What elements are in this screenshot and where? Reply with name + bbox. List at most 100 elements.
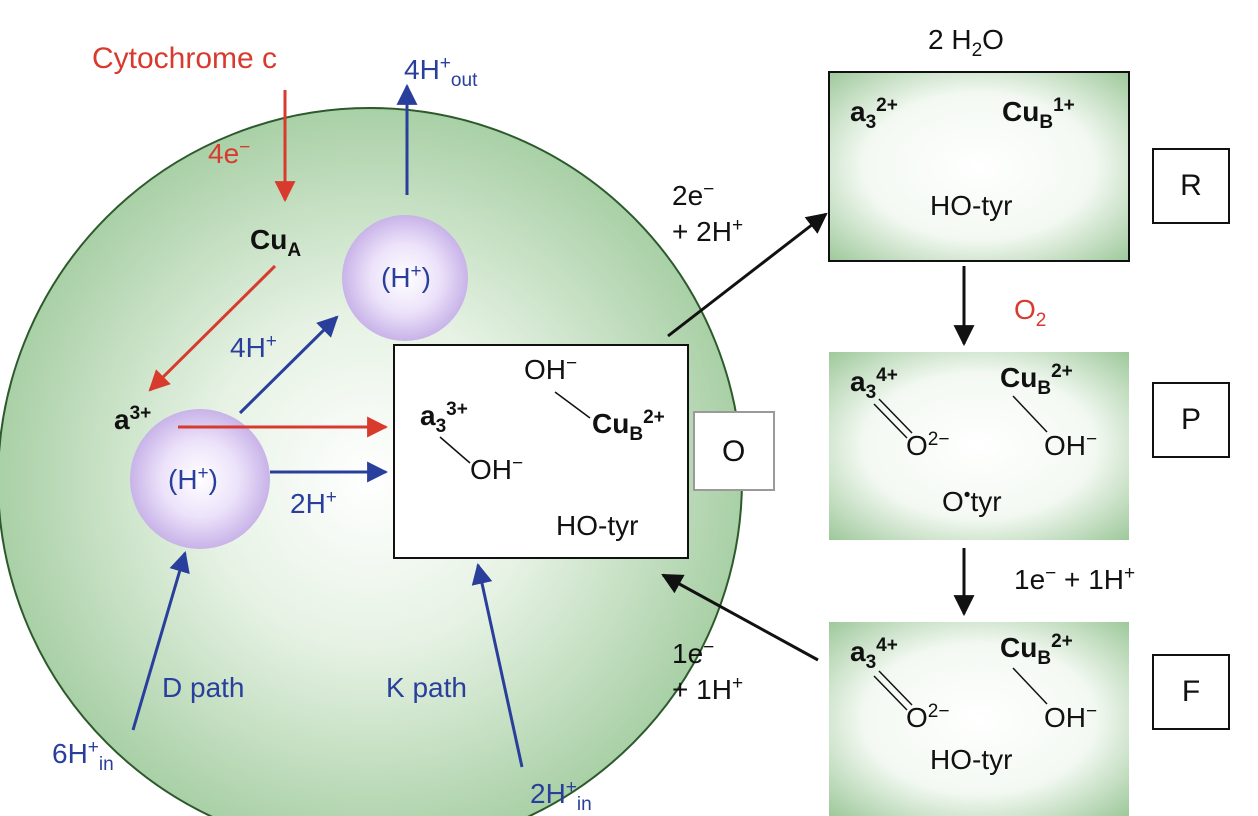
- o-state-oh-cu: OH−: [524, 352, 578, 385]
- f-state-cub-text: Cu: [1000, 632, 1038, 663]
- o-state-cub-sub: B: [629, 423, 644, 445]
- p-state-oxo-sup: 2−: [927, 428, 950, 450]
- from-f-line1-text: 1e: [672, 638, 704, 669]
- proton-site-lower-label: (H+): [168, 462, 218, 495]
- k-path-text: K path: [386, 672, 467, 703]
- r-state-tyr-text: HO-tyr: [930, 190, 1013, 221]
- state-o-label-box: [693, 411, 775, 491]
- p-state-a3: a34+: [850, 366, 898, 402]
- proton-2-label: 2H+: [290, 486, 337, 519]
- proton-6-in-sub: in: [98, 753, 114, 775]
- p-state-tyr-text: O: [942, 486, 964, 517]
- o-state-tyr-text: HO-tyr: [556, 510, 639, 541]
- state-f-box: [829, 622, 1129, 816]
- from-f-line1: 1e−: [672, 636, 715, 669]
- proton-2-text: 2H: [290, 488, 326, 519]
- p-state-cub-sup: 2+: [1051, 360, 1073, 382]
- d-path-text: D path: [162, 672, 245, 703]
- f-state-oh-text: OH: [1044, 702, 1086, 733]
- r-state-label-box: R: [1152, 148, 1230, 224]
- arrow-k-path: [471, 562, 524, 768]
- o-state-oh-a3-text: OH: [470, 454, 512, 485]
- bond-p-oh: [1012, 395, 1048, 433]
- p-state-tyr: O•tyr: [942, 486, 1002, 517]
- proton-site-upper-label: (H+): [381, 260, 431, 292]
- bond-f-oxo-1: [873, 675, 908, 711]
- f-state-oh: OH−: [1044, 702, 1097, 733]
- proton-out-sub: out: [450, 69, 478, 91]
- electrons-4-text: 4e: [208, 138, 240, 169]
- proton-site-lower-close: ): [208, 464, 218, 495]
- f-state-cub-sup: 2+: [1051, 630, 1073, 652]
- f-state-tyr-text: HO-tyr: [930, 744, 1013, 775]
- r-state-cub-text: Cu: [1002, 96, 1040, 127]
- from-f-line1-sup: −: [703, 636, 715, 658]
- electrons-4-label: 4e−: [208, 138, 250, 169]
- proton-4-sup: +: [265, 330, 277, 352]
- p-state-tyr-rest: tyr: [970, 486, 1002, 517]
- f-state-a3-sup: 4+: [876, 634, 898, 656]
- proton-site-lower-sup: +: [197, 462, 209, 484]
- state-r-box: [828, 71, 1130, 262]
- oxygen-text: O: [1014, 294, 1036, 325]
- r-state-a3-sub: 3: [865, 111, 877, 133]
- proton-4-text: 4H: [230, 332, 266, 363]
- f-state-tyr: HO-tyr: [930, 746, 1012, 774]
- to-r-line1-sup: −: [703, 178, 715, 200]
- r-state-cub-sub: B: [1039, 111, 1054, 133]
- bond-oh-cub: [554, 391, 591, 419]
- proton-out-text: 4H: [404, 54, 440, 85]
- from-f-line2-text: + 1H: [672, 674, 732, 705]
- state-p-box: [829, 352, 1129, 540]
- p-state-label-box: P: [1152, 382, 1230, 458]
- proton-site-lower-text: (H: [168, 464, 198, 495]
- f-state-oxo-sup: 2−: [927, 700, 950, 722]
- p-state-cub-sub: B: [1037, 377, 1052, 399]
- p-state-oxo: O2−: [906, 428, 950, 460]
- to-r-line1: 2e−: [672, 178, 715, 210]
- heme-a-text: a: [114, 404, 130, 435]
- p-to-f-text: 1e: [1014, 564, 1046, 595]
- proton-2-in-sub: in: [576, 793, 592, 815]
- arrow-o-to-r: [667, 212, 828, 338]
- o-state-tyr: HO-tyr: [556, 512, 638, 540]
- cu-a-sub: A: [287, 239, 302, 261]
- f-state-label-text: F: [1181, 675, 1201, 708]
- k-path-label: K path: [386, 674, 467, 702]
- proton-site-upper-sup: +: [410, 260, 422, 282]
- cu-a-text: Cu: [250, 224, 288, 255]
- o-state-cub: CuB2+: [592, 408, 665, 444]
- o-state-a3-sup: 3+: [446, 398, 468, 420]
- arrow-d-path: [131, 550, 190, 731]
- water-text: 2 H: [928, 24, 972, 55]
- proton-2-sup: +: [325, 486, 337, 508]
- o-state-label: O: [722, 437, 745, 467]
- proton-6-in-label: 6H+in: [52, 738, 114, 774]
- p-to-f-mid: + 1H: [1056, 564, 1124, 595]
- p-to-f-label: 1e− + 1H+: [1014, 564, 1135, 595]
- to-r-line2: + 2H+: [672, 214, 744, 247]
- proton-out-label: 4H+out: [404, 52, 477, 90]
- cytochrome-c-label: Cytochrome c: [92, 44, 277, 74]
- o-state-oh-cu-sup: −: [566, 352, 578, 374]
- p-state-cub: CuB2+: [1000, 360, 1073, 398]
- to-r-line2-sup: +: [731, 214, 744, 236]
- oxygen-label: O2: [1014, 294, 1046, 330]
- proton-2-in-text: 2H: [530, 778, 566, 809]
- r-state-tyr: HO-tyr: [930, 192, 1012, 220]
- state-o-box: [393, 344, 689, 559]
- p-state-oh-text: OH: [1044, 430, 1086, 461]
- p-state-a3-sub: 3: [865, 381, 877, 403]
- bond-a3-oh: [439, 436, 471, 464]
- f-state-cub: CuB2+: [1000, 630, 1073, 668]
- proton-out-sup: +: [439, 52, 451, 74]
- arrow-cua-to-a: [148, 264, 277, 392]
- p-state-cub-text: Cu: [1000, 362, 1038, 393]
- cu-a-label: CuA: [250, 224, 301, 260]
- oxygen-sub: 2: [1035, 309, 1047, 331]
- f-state-cub-sub: B: [1037, 647, 1052, 669]
- r-state-a3-sup: 2+: [876, 94, 898, 116]
- o-state-oh-cu-text: OH: [524, 354, 566, 385]
- cytochrome-c-text: Cytochrome c: [92, 42, 278, 75]
- to-r-line2-text: + 2H: [672, 216, 732, 247]
